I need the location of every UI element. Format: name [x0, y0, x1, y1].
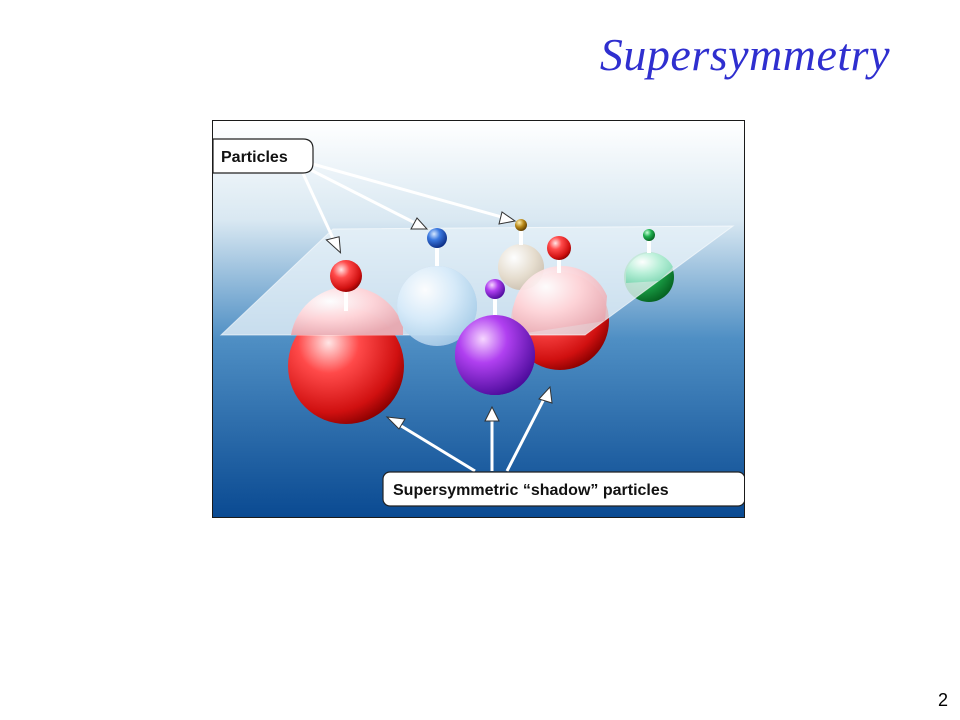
purple-particle — [485, 279, 505, 299]
shadow-label-box — [382, 471, 744, 507]
shadow-arrowheads — [385, 385, 553, 430]
arrowhead-gold — [498, 211, 517, 225]
red-particle-1 — [330, 260, 362, 292]
page-number: 2 — [937, 690, 948, 710]
slide-title: Supersymmetry — [599, 29, 890, 80]
shadow-label: Supersymmetric “shadow” particles — [393, 482, 669, 499]
gold-particle — [515, 219, 527, 231]
arrow-to-shadow-red — [392, 419, 476, 473]
shadow-particles-above — [291, 244, 673, 346]
figure-canvas: Particles Supersymmetric “shadow” partic… — [213, 121, 744, 517]
supersymmetry-figure: Particles Supersymmetric “shadow” partic… — [212, 120, 745, 518]
shadow-green-sphere-top — [626, 252, 673, 283]
particles-arrows — [299, 161, 510, 248]
green-particle — [643, 229, 655, 241]
particles-label-box — [213, 138, 314, 174]
red-particle-2 — [547, 236, 571, 260]
shadow-arrows — [392, 392, 549, 473]
particle-stalks — [344, 231, 651, 315]
blue-particle — [427, 228, 447, 248]
arrowhead-shadow-red — [385, 416, 406, 430]
arrowhead-shadow-purple — [484, 405, 500, 422]
particles-label: Particles — [221, 149, 288, 166]
arrow-to-shadow-red-2 — [505, 392, 549, 472]
arrow-to-blue-particle — [304, 165, 424, 229]
particles — [330, 219, 655, 299]
shadow-purple-sphere-front — [455, 315, 535, 395]
arrow-to-gold-particle — [308, 161, 510, 221]
shadow-red-sphere-1 — [288, 308, 404, 424]
particles-arrowheads — [325, 211, 517, 254]
shadow-blue-sphere-top — [397, 266, 477, 346]
arrowhead-shadow-red-2 — [538, 385, 553, 404]
arrow-to-red-particle — [299, 168, 339, 248]
arrowhead-blue — [410, 217, 429, 230]
arrowhead-red — [325, 236, 342, 254]
shadow-red-sphere-2-top — [513, 266, 607, 335]
